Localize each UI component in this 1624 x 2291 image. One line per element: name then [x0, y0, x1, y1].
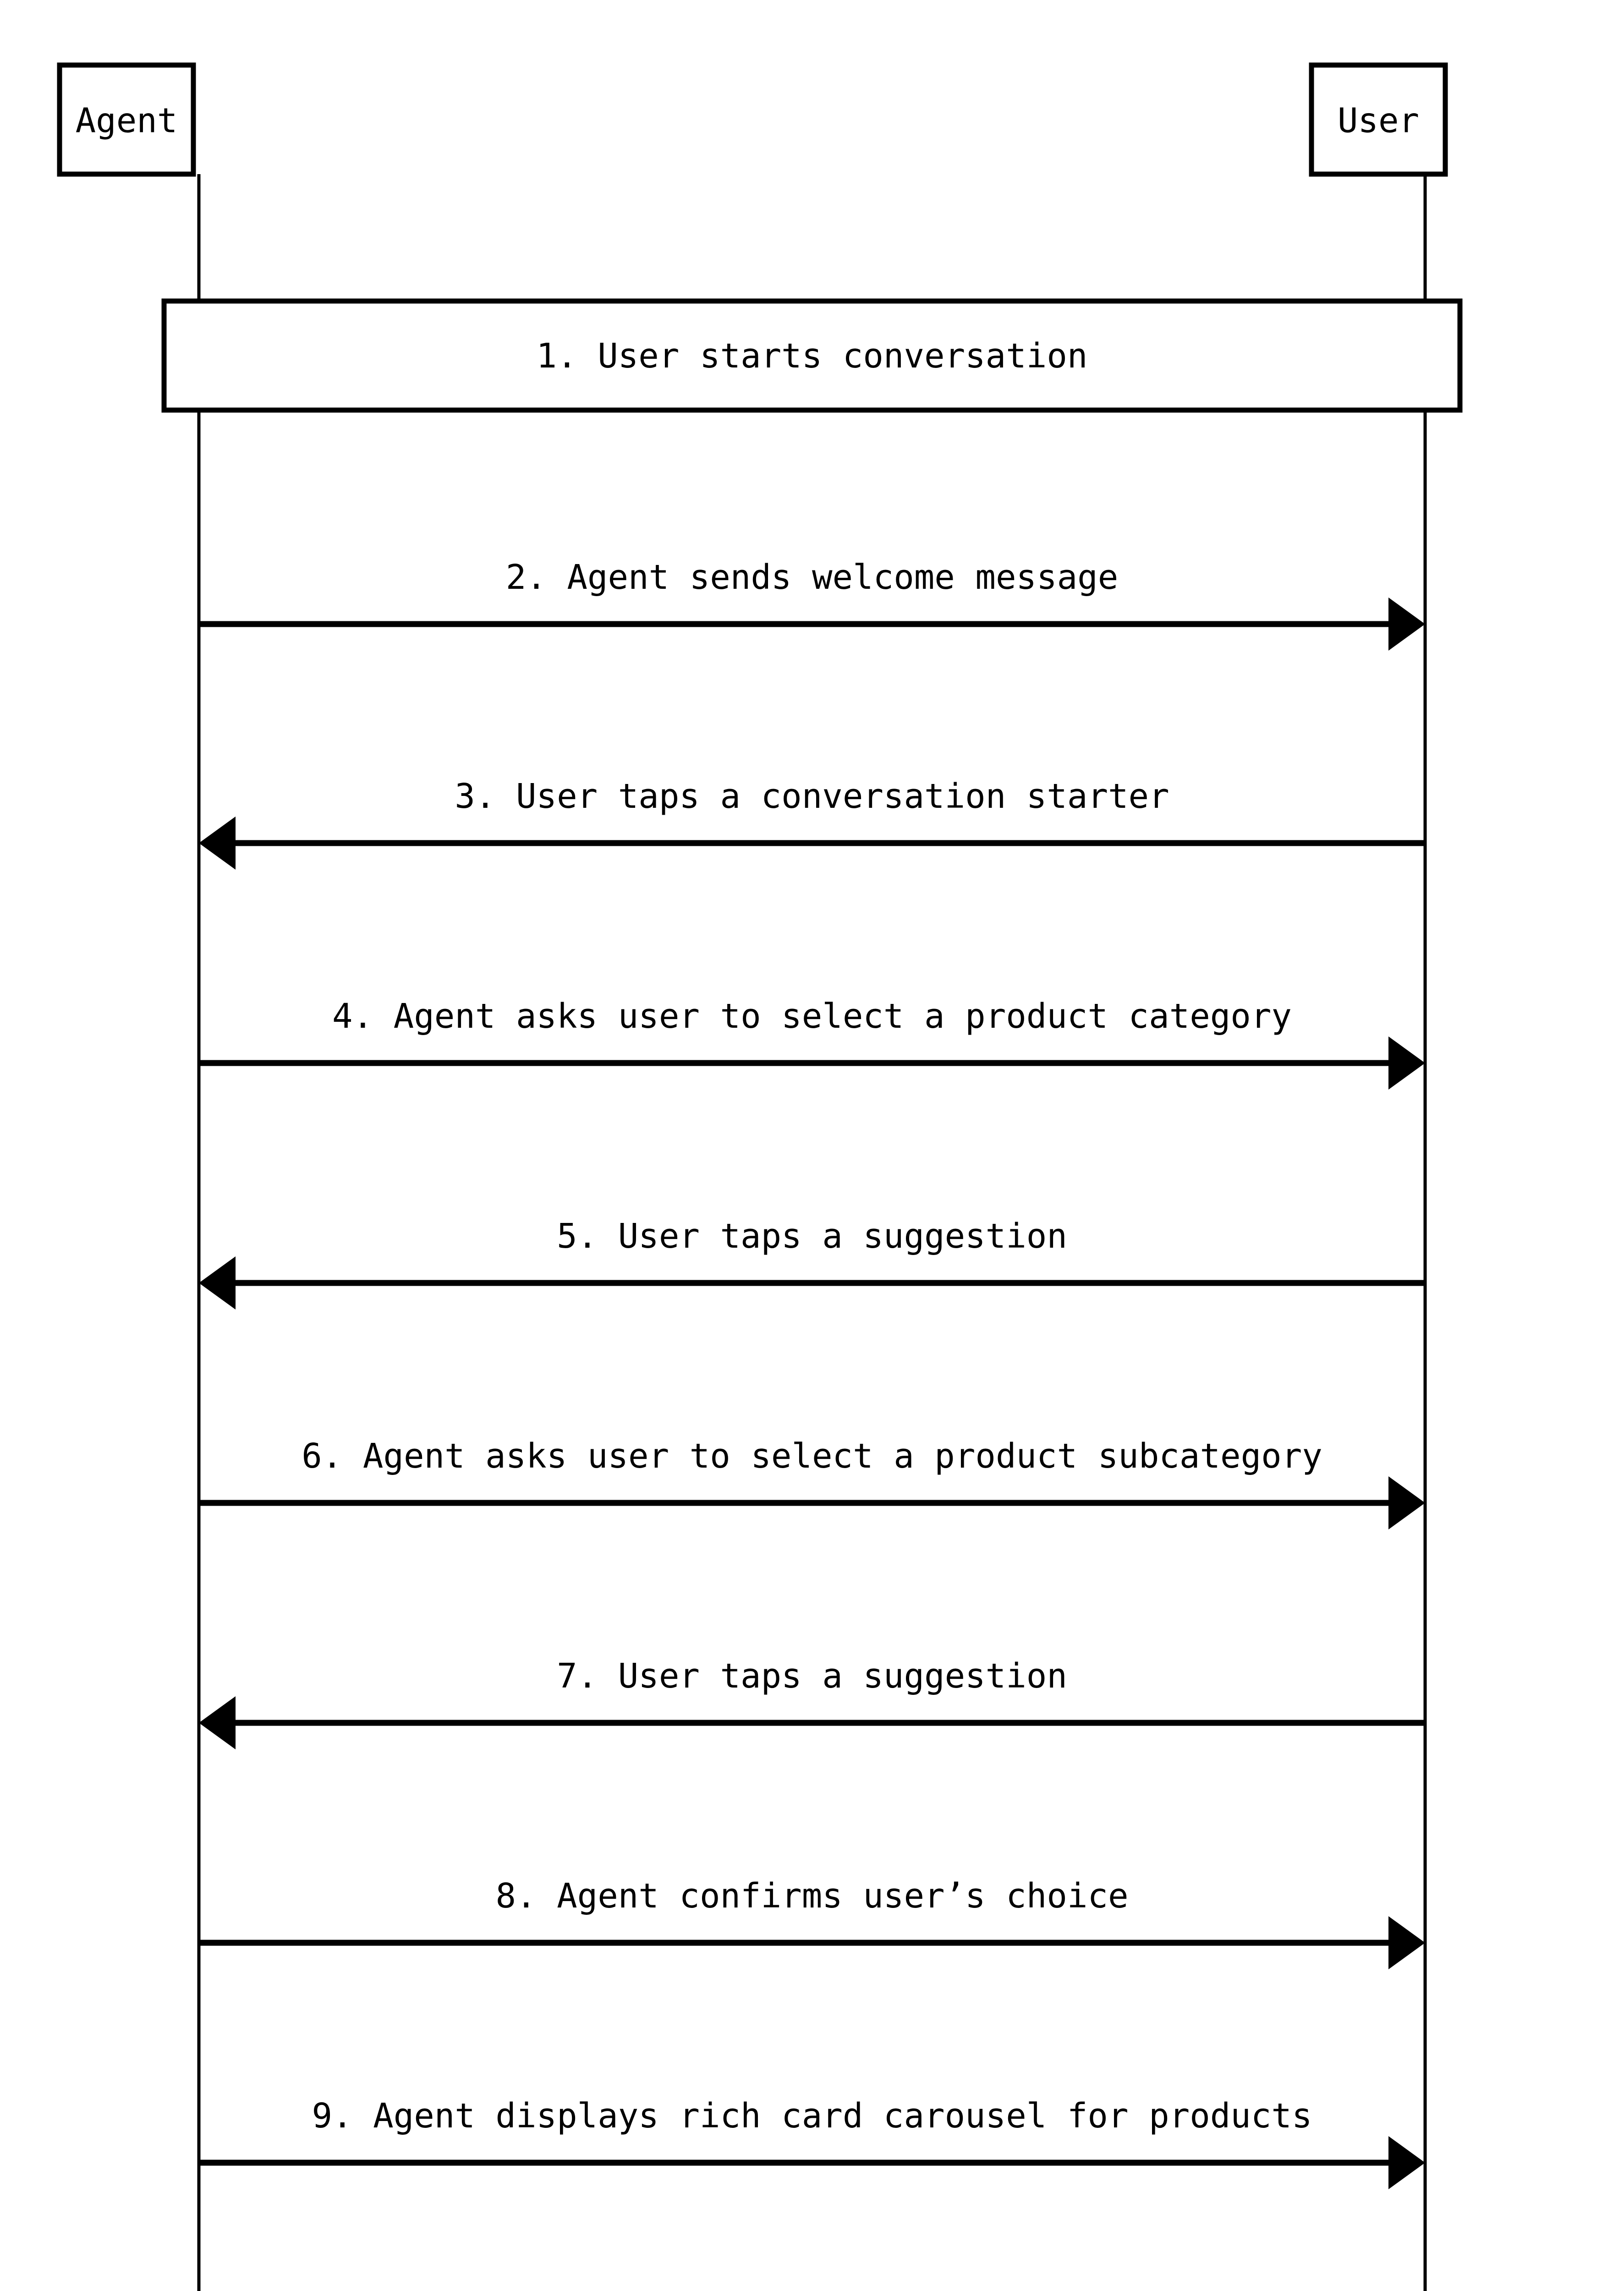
message-7[interactable]: 7. User taps a suggestion [199, 1656, 1425, 1749]
message-label-5: 5. User taps a suggestion [557, 1217, 1067, 1256]
arrow-head-left-3 [199, 817, 236, 870]
actor-box-user-top[interactable] [1309, 62, 1448, 177]
message-3[interactable]: 3. User taps a conversation starter [199, 777, 1425, 870]
message-label-2: 2. Agent sends welcome message [506, 558, 1119, 597]
message-label-3: 3. User taps a conversation starter [455, 777, 1169, 816]
arrow-head-right-9 [1388, 2136, 1425, 2189]
message-9[interactable]: 9. Agent displays rich card carousel for… [199, 2096, 1425, 2189]
note-label-1: 1. User starts conversation [537, 336, 1088, 376]
message-label-4: 4. Agent asks user to select a product c… [332, 997, 1292, 1036]
message-6[interactable]: 6. Agent asks user to select a product s… [199, 1436, 1425, 1529]
arrow-head-left-7 [199, 1696, 236, 1749]
arrow-head-right-4 [1388, 1036, 1425, 1090]
arrow-head-right-8 [1388, 1916, 1425, 1969]
participant-header-user[interactable]: User [1309, 62, 1448, 177]
actor-box-agent-top[interactable] [57, 62, 196, 177]
message-2[interactable]: 2. Agent sends welcome message [199, 558, 1425, 651]
arrow-head-right-6 [1388, 1476, 1425, 1529]
message-label-8: 8. Agent confirms user’s choice [495, 1876, 1128, 1916]
note-box-1[interactable] [161, 298, 1463, 413]
message-5[interactable]: 5. User taps a suggestion [199, 1217, 1425, 1310]
note-step-1[interactable]: 1. User starts conversation [161, 298, 1463, 413]
message-label-6: 6. Agent asks user to select a product s… [302, 1436, 1322, 1476]
lifelines-group [197, 174, 1427, 2291]
arrow-head-left-5 [199, 1256, 236, 1310]
actor-label-user-top: User [1338, 101, 1419, 141]
participant-header-agent[interactable]: Agent [57, 62, 196, 177]
arrow-head-right-2 [1388, 597, 1425, 651]
message-label-7: 7. User taps a suggestion [557, 1656, 1067, 1696]
actor-label-agent-top: Agent [76, 101, 178, 141]
message-4[interactable]: 4. Agent asks user to select a product c… [199, 997, 1425, 1090]
message-label-9: 9. Agent displays rich card carousel for… [312, 2096, 1312, 2136]
message-8[interactable]: 8. Agent confirms user’s choice [199, 1876, 1425, 1969]
